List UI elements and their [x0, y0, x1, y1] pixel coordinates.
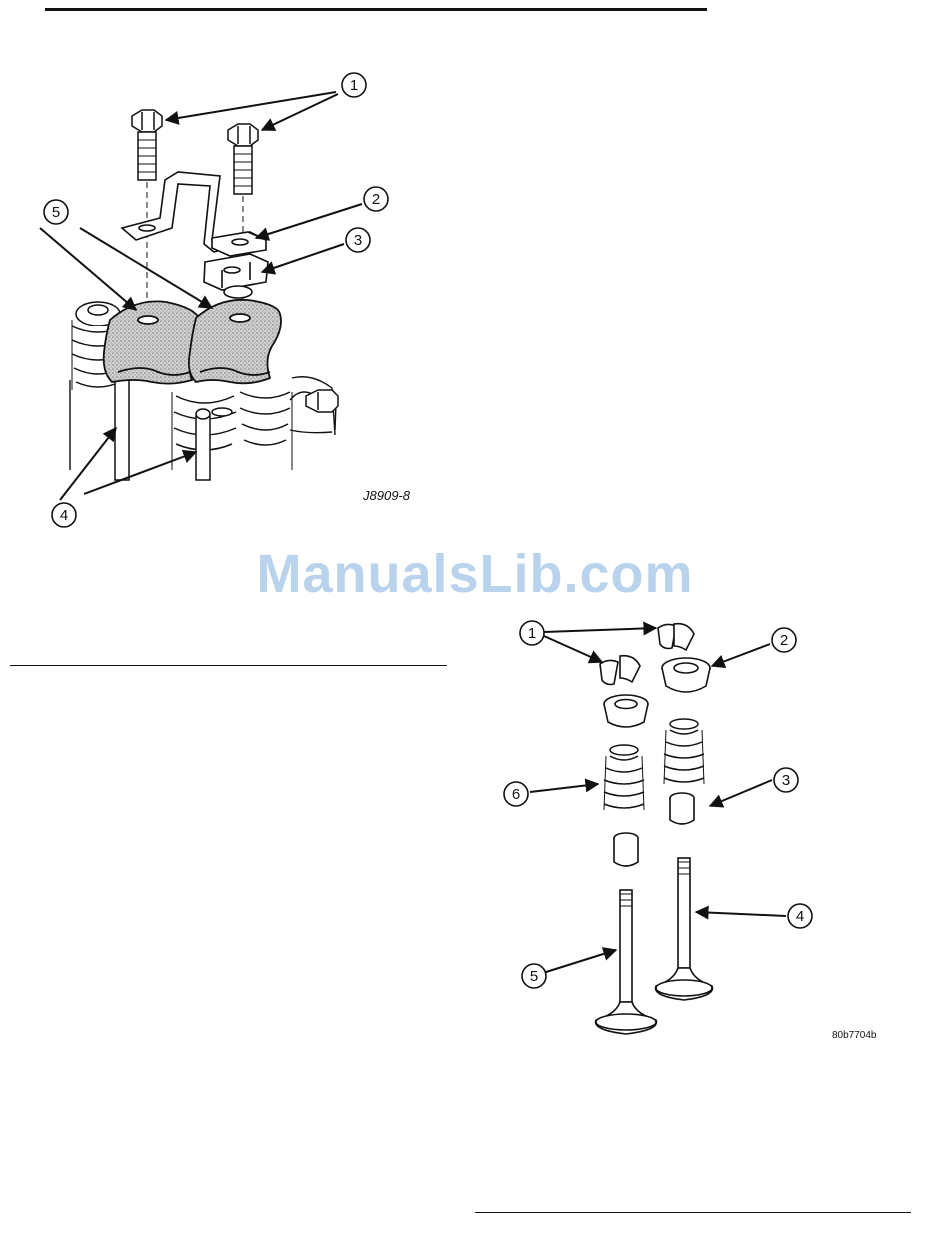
rocker-arm-right-icon — [189, 300, 281, 384]
callout-5-top-label: 5 — [52, 204, 60, 221]
valve-intake-icon — [656, 858, 713, 1000]
pivot-icon — [212, 232, 266, 256]
callout-4-top-label: 4 — [60, 507, 68, 524]
left-section-rule — [10, 665, 447, 666]
callout-2-bottom-label: 2 — [780, 632, 788, 649]
callout-5-bottom-label: 5 — [530, 968, 538, 985]
callout-2-top-label: 2 — [372, 191, 380, 208]
callout-1-top-label: 1 — [350, 77, 358, 94]
callout-6-bottom-label: 6 — [512, 786, 520, 803]
callout-3-top-label: 3 — [354, 232, 362, 249]
figure-code-top: J8909-8 — [362, 488, 411, 503]
valve-exhaust-icon — [596, 890, 657, 1034]
bolt-left-icon — [132, 110, 162, 180]
bolt-right-icon — [228, 124, 258, 194]
watermark: ManualsLib.com — [0, 543, 950, 605]
valve-stem-seals-icon — [614, 793, 694, 866]
rocker-arm-left-icon — [104, 301, 202, 383]
rocker-arm-assembly-figure: 1 2 3 4 5 J8909-8 — [0, 0, 460, 540]
callout-3-bottom-label: 3 — [782, 772, 790, 789]
retainer-icon — [204, 254, 268, 298]
callout-1-bottom-label: 1 — [528, 625, 536, 642]
callout-4-bottom-label: 4 — [796, 908, 804, 925]
valve-components-figure: 1 2 3 4 5 6 80b7704b — [460, 600, 950, 1060]
figure-code-bottom: 80b7704b — [832, 1030, 877, 1041]
right-section-rule — [475, 1212, 911, 1213]
